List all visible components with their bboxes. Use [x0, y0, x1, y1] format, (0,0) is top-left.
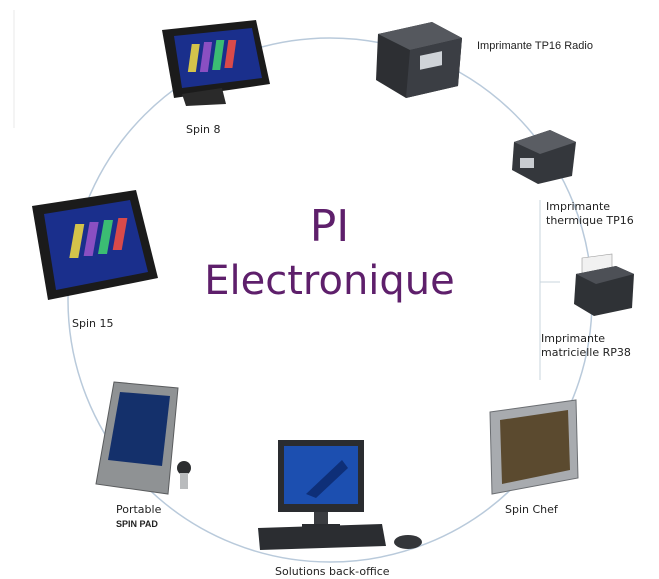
- spin-chef-label: Spin Chef: [505, 503, 558, 516]
- spin8-terminal-image: [152, 14, 276, 106]
- diagram-title-line2: Electronique: [204, 258, 455, 304]
- tp16-radio-label: Imprimante TP16 Radio: [477, 40, 593, 52]
- portable-label-line1: Portable: [116, 503, 162, 516]
- tp16-label-line2: thermique TP16: [546, 214, 634, 227]
- spin15-label: Spin 15: [72, 317, 114, 330]
- spin-pad-handheld-image: [92, 378, 198, 498]
- back-office-pc-image: [256, 438, 428, 556]
- tp16-radio-printer-image: [372, 14, 464, 100]
- tp16-label-line1: Imprimante: [546, 200, 611, 213]
- rp38-printer-image: [572, 252, 638, 318]
- spin-chef-monitor-image: [486, 398, 582, 496]
- spin8-label: Spin 8: [186, 123, 221, 136]
- diagram-title-line1: PI: [309, 201, 350, 252]
- tp16-printer-image: [510, 124, 578, 186]
- portable-label-line2: SPIN PAD: [116, 519, 158, 529]
- spin15-terminal-image: [28, 186, 162, 304]
- rp38-label-line1: Imprimante: [541, 332, 606, 345]
- rp38-label-line2: matricielle RP38: [541, 346, 631, 359]
- back-office-label: Solutions back-office: [275, 565, 390, 578]
